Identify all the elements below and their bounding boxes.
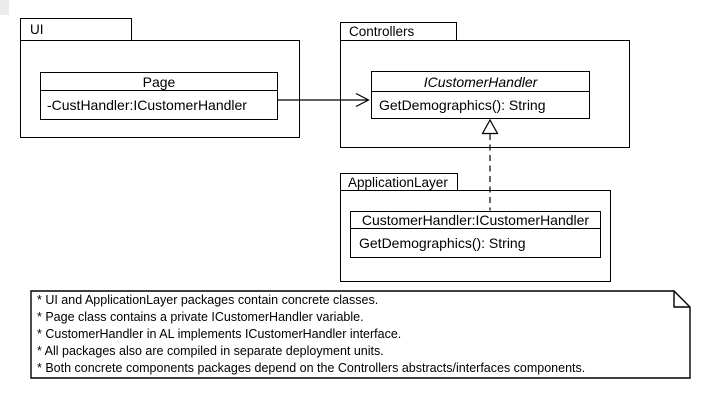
class-customerhandler: CustomerHandler:ICustomerHandler GetDemo… (350, 211, 601, 258)
package-tab-applicationlayer: ApplicationLayer (340, 173, 458, 190)
note-line: * UI and ApplicationLayer packages conta… (37, 293, 379, 307)
note-line: * Page class contains a private ICustome… (37, 310, 364, 324)
package-label-ui: UI (30, 22, 44, 37)
class-icustomerhandler-operation: GetDemographics(): String (379, 97, 546, 113)
package-tab-controllers: Controllers (340, 22, 457, 40)
class-customerhandler-operation: GetDemographics(): String (359, 235, 526, 251)
class-icustomerhandler: ICustomerHandler GetDemographics(): Stri… (371, 71, 590, 119)
package-label-applicationlayer: ApplicationLayer (348, 174, 448, 190)
class-icustomerhandler-title: ICustomerHandler (372, 72, 589, 92)
class-customerhandler-title: CustomerHandler:ICustomerHandler (351, 212, 600, 229)
note-line: * Both concrete components packages depe… (37, 361, 586, 375)
class-page-title: Page (41, 73, 277, 91)
note-line: * All packages also are compiled in sepa… (37, 344, 384, 358)
class-page: Page -CustHandler:ICustomerHandler (40, 72, 278, 120)
scan-artifact (0, 0, 9, 15)
class-page-attribute: -CustHandler:ICustomerHandler (47, 97, 247, 113)
note-line: * CustomerHandler in AL implements ICust… (37, 327, 402, 341)
package-label-controllers: Controllers (349, 24, 415, 39)
note: * UI and ApplicationLayer packages conta… (37, 292, 685, 377)
package-tab-ui: UI (20, 18, 132, 40)
